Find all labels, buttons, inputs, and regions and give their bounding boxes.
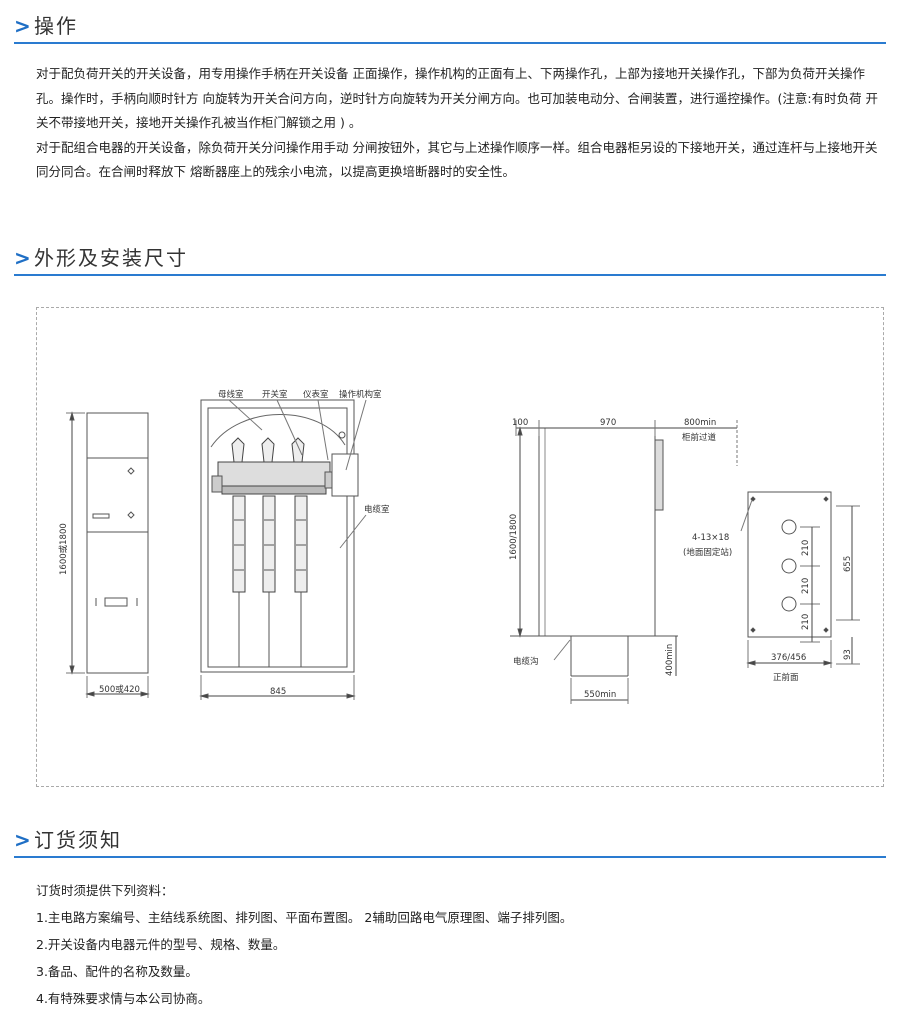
list-item: 1.主电路方案编号、主结线系统图、排列图、平面布置图。 2辅助回路电气原理图、端… <box>36 910 573 925</box>
front-height-label: 1600或1800 <box>58 523 69 575</box>
ordering-intro: 订货时须提供下列资料： <box>36 883 174 898</box>
dim-970: 970 <box>600 418 616 428</box>
section-title: 订货须知 <box>34 828 122 852</box>
label-mechanism-chamber: 操作机构室 <box>339 389 382 400</box>
section-header-ordering: > 订货须知 <box>14 822 886 858</box>
label-corridor: 柜前过道 <box>682 432 717 443</box>
install-height-label: 1600/1800 <box>509 514 519 560</box>
dim-376-456: 376/456 <box>771 653 806 663</box>
dim-210-1: 210 <box>801 540 811 556</box>
list-item: 2.开关设备内电器元件的型号、规格、数量。 <box>36 937 286 952</box>
list-item: 3.备品、配件的名称及数量。 <box>36 964 198 979</box>
paragraph: 对于配组合电器的开关设备，除负荷开关分问操作用手动 分闸按钮外，其它与上述操作顺… <box>36 139 878 180</box>
side-width-label: 845 <box>270 687 286 697</box>
ordering-list: 订货时须提供下列资料： 1.主电路方案编号、主结线系统图、排列图、平面布置图。 … <box>36 877 572 1012</box>
label-bus-chamber: 母线室 <box>218 389 244 400</box>
dim-550min: 550min <box>584 690 616 700</box>
plan-view <box>740 491 860 668</box>
label-meter-chamber: 仪表室 <box>303 389 329 400</box>
chevron-right-icon: > <box>14 246 31 270</box>
dim-100: 100 <box>512 418 528 428</box>
side-install-view <box>510 420 738 704</box>
section-header-operation: > 操作 <box>14 8 886 44</box>
dim-800min: 800min <box>684 418 716 428</box>
chevron-right-icon: > <box>14 14 31 38</box>
dim-210-2: 210 <box>801 578 811 594</box>
paragraph: 对于配负荷开关的开关设备，用专用操作手柄在开关设备 正面操作，操作机构的正面有上… <box>36 66 879 130</box>
front-view-cabinet <box>66 411 150 698</box>
operation-text: 对于配负荷开关的开关设备，用专用操作手柄在开关设备 正面操作，操作机构的正面有上… <box>36 62 888 185</box>
section-title: 外形及安装尺寸 <box>34 246 188 270</box>
label-trench: 电缆沟 <box>513 656 539 667</box>
section-header-dimensions: > 外形及安装尺寸 <box>14 240 886 276</box>
label-holes: 4-13×18 <box>692 533 729 543</box>
side-section-view <box>199 399 367 700</box>
dim-210-3: 210 <box>801 614 811 630</box>
dim-400min: 400min <box>665 644 675 676</box>
front-width-label: 500或420 <box>99 684 140 695</box>
label-switch-chamber: 开关室 <box>262 389 288 400</box>
label-front: 正前面 <box>773 672 799 683</box>
dim-93: 93 <box>843 649 853 660</box>
chevron-right-icon: > <box>14 828 31 852</box>
label-cable-chamber: 电缆室 <box>364 504 390 515</box>
list-item: 4.有特殊要求情与本公司协商。 <box>36 991 211 1006</box>
dim-655: 655 <box>843 556 853 572</box>
dimension-drawing-frame <box>36 307 884 787</box>
section-title: 操作 <box>34 14 78 38</box>
label-holes-note: (地面固定站) <box>683 547 732 558</box>
